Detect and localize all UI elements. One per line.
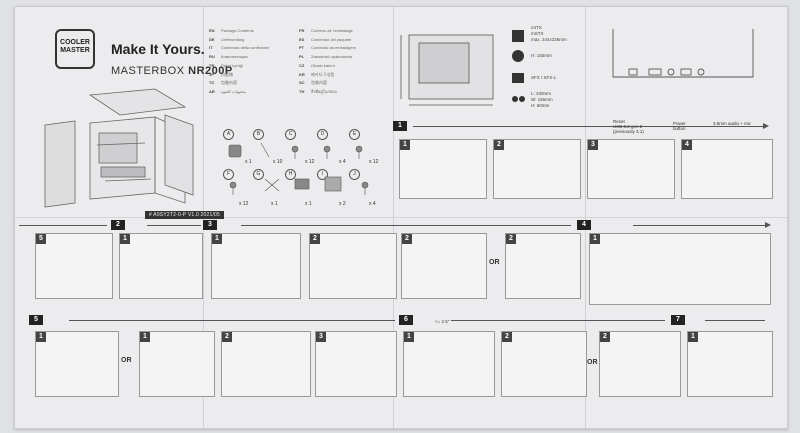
step-number: 3: [203, 220, 217, 230]
document-code: # A9SY2T2-0-P V1.0 2021/05: [145, 211, 224, 219]
instruction-panel: 5: [35, 233, 113, 299]
instruction-panel: 2: [505, 233, 581, 299]
step-number: 4: [577, 220, 591, 230]
step-divider: [451, 320, 665, 321]
part-letter: H: [285, 169, 296, 180]
part-letter: D: [317, 129, 328, 140]
screws-illustration: [228, 142, 369, 195]
logo-text: MASTER: [60, 47, 90, 54]
part-qty: x 1: [305, 201, 312, 207]
manual-sheet: COOLER MASTER Make It Yours. MASTERBOX N…: [14, 6, 788, 429]
instruction-panel: 1: [589, 233, 771, 305]
logo-text: COOLER: [60, 39, 90, 46]
arrow-icon: [765, 222, 771, 228]
part-letter: J: [349, 169, 360, 180]
part-letter: I: [317, 169, 328, 180]
part-qty: x 4: [369, 201, 376, 207]
case-dimension-diagram: [400, 34, 494, 106]
instruction-panel: 1: [35, 331, 119, 397]
step-divider: [633, 225, 765, 226]
instruction-panel: 1: [119, 233, 203, 299]
part-letter: A: [223, 129, 234, 140]
fold-line: [15, 217, 787, 218]
model-prefix: MASTERBOX: [111, 65, 185, 77]
spec-icons: [512, 30, 525, 102]
instruction-panel: 1: [139, 331, 215, 397]
instruction-panel: 2: [221, 331, 311, 397]
step-divider: [19, 225, 107, 226]
spec-cooler: H: 155mm: [531, 53, 552, 58]
part-letter: F: [223, 169, 234, 180]
model-title: MASTERBOX NR200P: [111, 65, 233, 77]
step-number: 2: [111, 220, 125, 230]
part-letter: C: [285, 129, 296, 140]
step-divider: [705, 320, 765, 321]
arrow-icon: [763, 123, 769, 129]
part-qty: x 4: [339, 159, 346, 165]
instruction-panel: 3: [315, 331, 397, 397]
instruction-panel: 1: [403, 331, 495, 397]
exploded-case-illustration: [44, 88, 194, 208]
part-qty: x 2: [339, 201, 346, 207]
or-label: OR: [587, 359, 598, 366]
brand-logo: COOLER MASTER: [55, 29, 95, 69]
instruction-panel: 1: [687, 331, 773, 397]
step-divider: [413, 126, 763, 127]
spec-psu: SFX / SFX-L: [531, 75, 557, 80]
model-name: NR200P: [188, 65, 233, 77]
instruction-panel: 2: [309, 233, 397, 299]
instruction-panel: 3: [587, 139, 675, 199]
tagline: Make It Yours.: [111, 41, 205, 57]
instruction-panel: 4: [681, 139, 773, 199]
step-number: 1: [393, 121, 407, 131]
instruction-panel: 2: [599, 331, 681, 397]
instruction-panel: 2: [493, 139, 581, 199]
part-qty: x 1: [245, 159, 252, 165]
part-qty: x 10: [273, 159, 283, 165]
step-divider: [147, 225, 201, 226]
step-number: 7: [671, 315, 685, 325]
part-qty: x 12: [369, 159, 379, 165]
dimension-note: <= 2.5": [435, 319, 450, 324]
instruction-panel: 1: [211, 233, 301, 299]
part-letter: G: [253, 169, 264, 180]
part-qty: x 1: [271, 201, 278, 207]
part-qty: x 12: [305, 159, 315, 165]
step-number: 5: [29, 315, 43, 325]
part-letter: E: [349, 129, 360, 140]
step-divider: [241, 225, 571, 226]
part-letter: B: [253, 129, 264, 140]
front-io-diagram: [612, 29, 754, 78]
part-qty: x 12: [239, 201, 249, 207]
instruction-panel: 2: [401, 233, 487, 299]
or-label: OR: [121, 357, 132, 364]
step-number: 6: [399, 315, 413, 325]
step-divider: [69, 320, 395, 321]
or-label: OR: [489, 259, 500, 266]
instruction-panel: 1: [399, 139, 487, 199]
io-audio-label: 3.5mm audio + mic: [713, 121, 752, 126]
instruction-panel: 2: [501, 331, 587, 397]
